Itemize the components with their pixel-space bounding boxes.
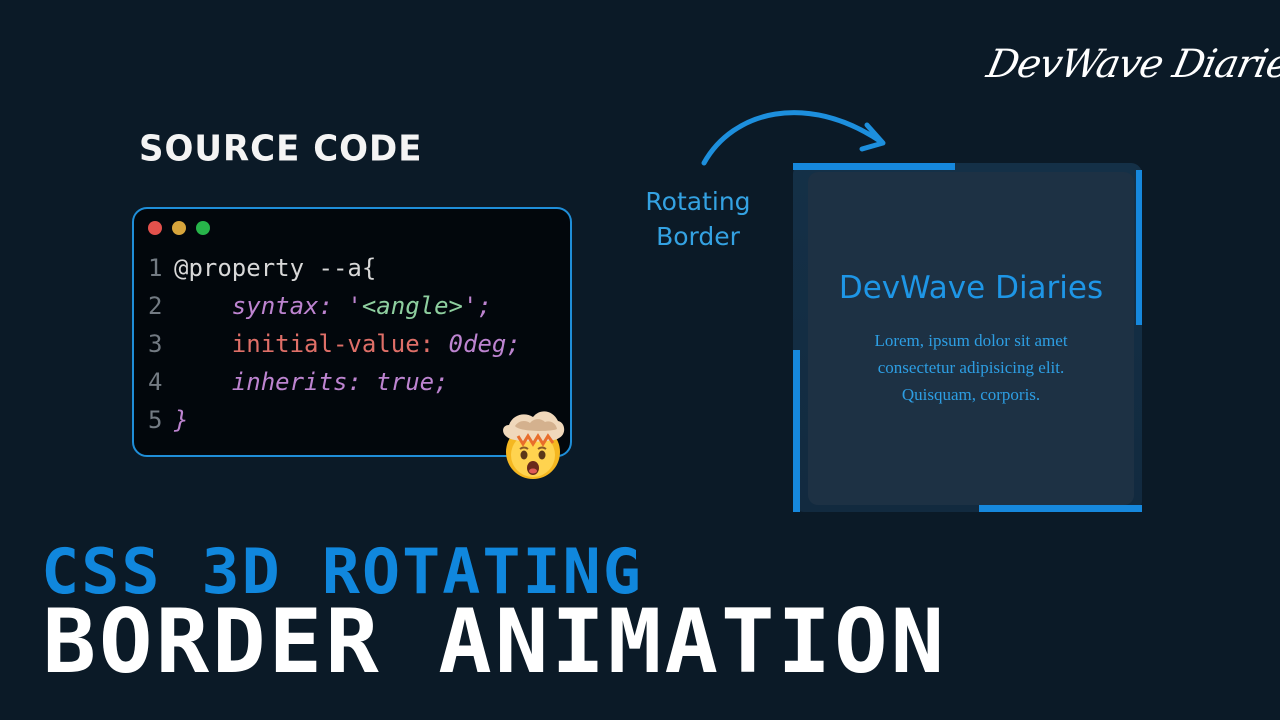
code-indent bbox=[174, 325, 232, 363]
card-title: DevWave Diaries bbox=[838, 270, 1104, 306]
curved-arrow-icon bbox=[701, 110, 886, 166]
card-body-line-2: consectetur adipisicing elit. bbox=[877, 358, 1065, 377]
close-dot-icon bbox=[148, 221, 162, 235]
exploding-head-icon bbox=[503, 411, 565, 479]
code-indent bbox=[174, 287, 232, 325]
line-number: 1 bbox=[148, 254, 163, 282]
code-line-1: 1 @property --a { bbox=[148, 249, 568, 287]
code-token-value: 0deg; bbox=[434, 330, 521, 358]
code-token-brace: } bbox=[174, 406, 189, 434]
source-code-heading: SOURCE CODE bbox=[139, 128, 423, 170]
code-line-2: 2 syntax: ' <angle> '; bbox=[148, 287, 568, 325]
line-number: 4 bbox=[148, 368, 163, 396]
code-token-value: true; bbox=[361, 368, 449, 396]
code-indent bbox=[174, 363, 232, 401]
headline-line-1: CSS 3D ROTATING bbox=[41, 535, 643, 608]
maximize-dot-icon bbox=[196, 221, 210, 235]
line-number: 3 bbox=[148, 330, 163, 358]
code-line-5: 5 } bbox=[148, 401, 568, 439]
card-body: Lorem, ipsum dolor sit amet consectetur … bbox=[830, 327, 1112, 408]
rotating-border-label: Rotating Border bbox=[645, 184, 751, 254]
code-token-quote: ' bbox=[332, 292, 362, 320]
bottom-border-accent bbox=[979, 505, 1142, 512]
card-panel bbox=[808, 172, 1134, 505]
line-number: 2 bbox=[148, 292, 163, 320]
code-token-angle: <angle> bbox=[361, 292, 464, 320]
rotating-label-line-1: Rotating bbox=[645, 187, 751, 216]
code-line-3: 3 initial-value: 0deg; bbox=[148, 325, 568, 363]
window-controls bbox=[148, 221, 210, 235]
code-line-4: 4 inherits: true; bbox=[148, 363, 568, 401]
line-number: 5 bbox=[148, 406, 163, 434]
code-token-brace: { bbox=[361, 254, 377, 282]
card-body-line-1: Lorem, ipsum dolor sit amet bbox=[874, 331, 1068, 350]
right-border-accent bbox=[1136, 170, 1142, 325]
code-window: 1 @property --a { 2 syntax: ' <angle> ';… bbox=[132, 207, 572, 457]
code-token-quote: '; bbox=[463, 292, 492, 320]
headline-line-2: BORDER ANIMATION bbox=[42, 590, 948, 693]
code-token-key: inherits: bbox=[231, 368, 362, 396]
code-snippet: 1 @property --a { 2 syntax: ' <angle> ';… bbox=[148, 249, 568, 439]
code-token-name: --a bbox=[304, 254, 362, 282]
code-token-key: syntax: bbox=[231, 292, 333, 320]
minimize-dot-icon bbox=[172, 221, 186, 235]
top-border-accent bbox=[793, 163, 955, 170]
rotating-label-line-2: Border bbox=[656, 222, 740, 251]
brand-signature: DevWave Diaries bbox=[982, 42, 1280, 87]
left-border-accent bbox=[793, 350, 800, 512]
code-token-key: initial-value: bbox=[231, 330, 435, 358]
code-token-property: @property bbox=[174, 254, 305, 282]
card-body-line-3: Quisquam, corporis. bbox=[901, 385, 1041, 404]
